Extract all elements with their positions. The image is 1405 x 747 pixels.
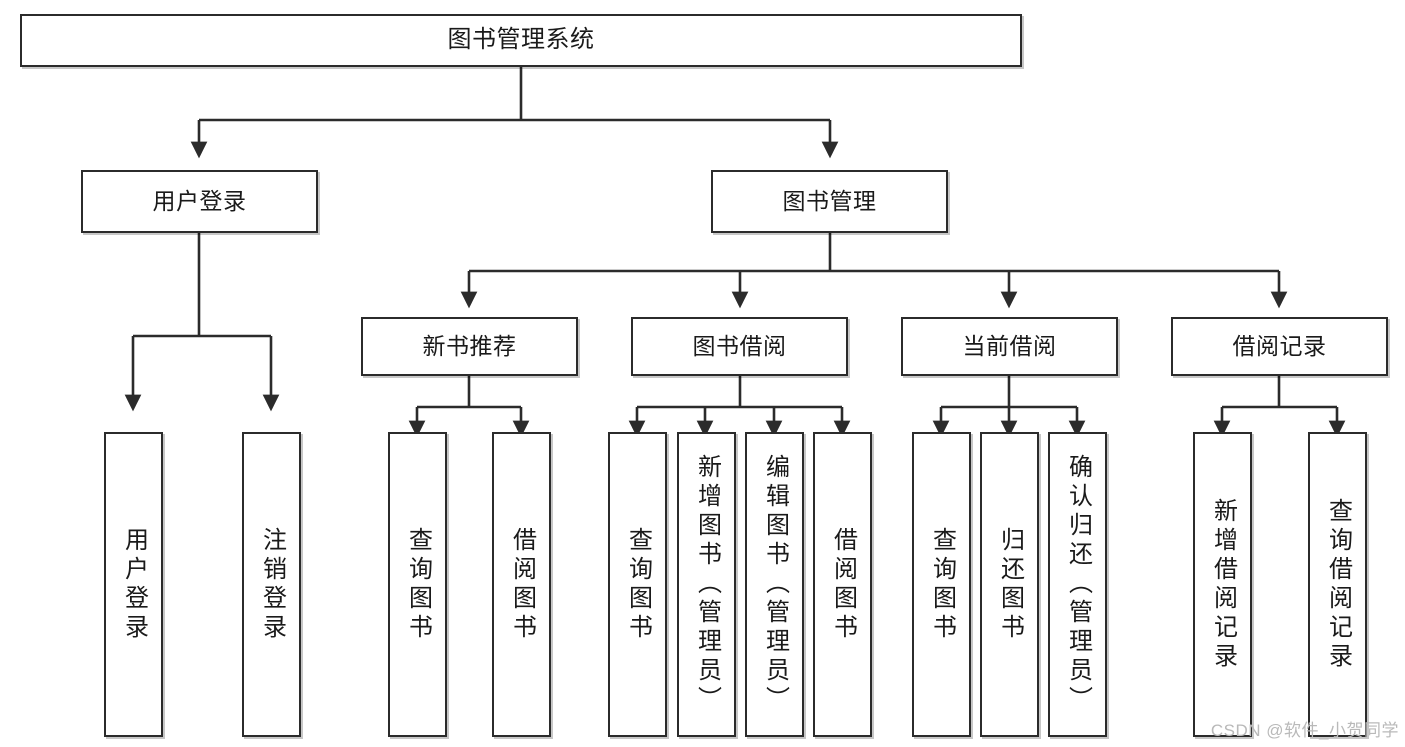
leaf-book-borrow-edit-label: 编辑图书（管理员） [761, 454, 789, 715]
node-user-login-label: 用户登录 [152, 187, 247, 214]
node-book-borrow-label: 图书借阅 [692, 332, 787, 359]
leaf-borrow-record-query[interactable]: 查询借阅记录 [1308, 432, 1367, 737]
node-book-manage[interactable]: 图书管理 [711, 170, 948, 233]
node-current-borrow-label: 当前借阅 [962, 332, 1057, 359]
leaf-new-book-borrow[interactable]: 借阅图书 [492, 432, 551, 737]
leaf-book-borrow-add[interactable]: 新增图书（管理员） [677, 432, 736, 737]
leaf-book-borrow-borrow-label: 借阅图书 [829, 526, 857, 643]
leaf-borrow-record-add-label: 新增借阅记录 [1209, 497, 1237, 672]
leaf-current-borrow-return[interactable]: 归还图书 [980, 432, 1039, 737]
node-user-login[interactable]: 用户登录 [81, 170, 318, 233]
leaf-user-login-logout-label: 注销登录 [258, 526, 286, 643]
node-book-borrow[interactable]: 图书借阅 [631, 317, 848, 376]
leaf-book-borrow-borrow[interactable]: 借阅图书 [813, 432, 872, 737]
leaf-user-login-login-label: 用户登录 [120, 526, 148, 643]
leaf-book-borrow-query[interactable]: 查询图书 [608, 432, 667, 737]
leaf-new-book-query[interactable]: 查询图书 [388, 432, 447, 737]
node-new-book-recommend[interactable]: 新书推荐 [361, 317, 578, 376]
leaf-borrow-record-query-label: 查询借阅记录 [1324, 497, 1352, 672]
node-book-manage-label: 图书管理 [782, 187, 877, 214]
node-current-borrow[interactable]: 当前借阅 [901, 317, 1118, 376]
leaf-current-borrow-query[interactable]: 查询图书 [912, 432, 971, 737]
leaf-borrow-record-add[interactable]: 新增借阅记录 [1193, 432, 1252, 737]
leaf-user-login-login[interactable]: 用户登录 [104, 432, 163, 737]
leaf-user-login-logout[interactable]: 注销登录 [242, 432, 301, 737]
leaf-current-borrow-confirm-label: 确认归还（管理员） [1064, 454, 1092, 715]
leaf-current-borrow-query-label: 查询图书 [928, 526, 956, 643]
node-root[interactable]: 图书管理系统 [20, 14, 1022, 67]
leaf-current-borrow-return-label: 归还图书 [996, 526, 1024, 643]
node-borrow-record[interactable]: 借阅记录 [1171, 317, 1388, 376]
node-borrow-record-label: 借阅记录 [1232, 332, 1327, 359]
leaf-book-borrow-edit[interactable]: 编辑图书（管理员） [745, 432, 804, 737]
node-new-book-recommend-label: 新书推荐 [422, 332, 517, 359]
leaf-new-book-borrow-label: 借阅图书 [508, 526, 536, 643]
leaf-book-borrow-query-label: 查询图书 [624, 526, 652, 643]
watermark: CSDN @软件_小贺同学 [1210, 721, 1399, 740]
leaf-current-borrow-confirm[interactable]: 确认归还（管理员） [1048, 432, 1107, 737]
leaf-new-book-query-label: 查询图书 [404, 526, 432, 643]
node-root-label: 图书管理系统 [447, 26, 595, 54]
leaf-book-borrow-add-label: 新增图书（管理员） [693, 454, 721, 715]
